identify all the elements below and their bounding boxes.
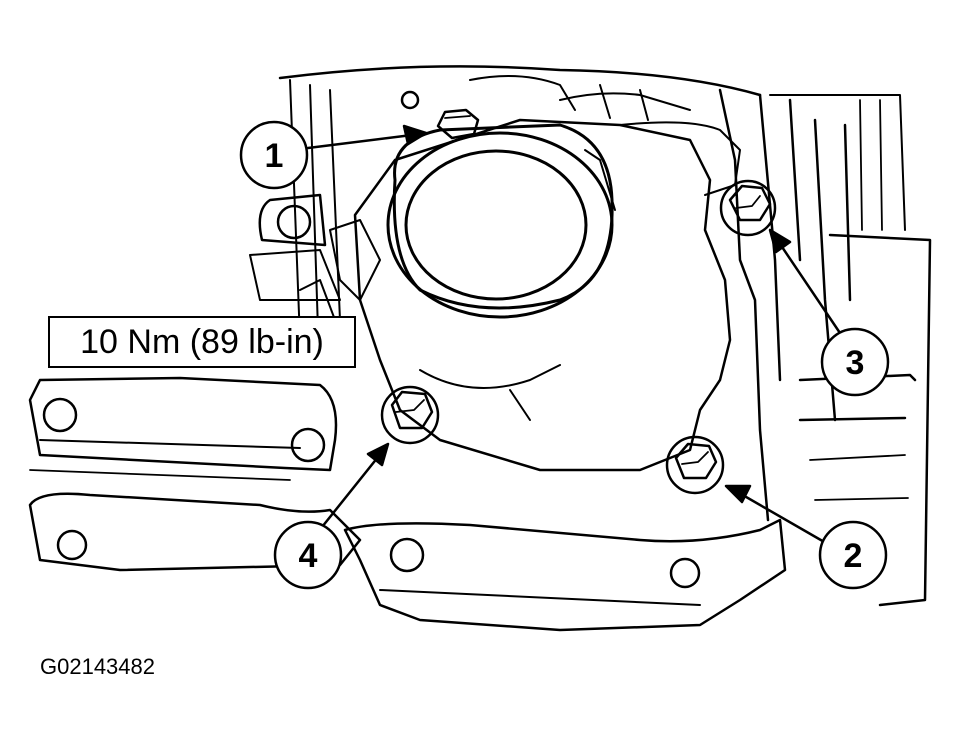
bolt-1	[436, 108, 480, 140]
gasket-flange	[28, 376, 787, 632]
pump-body	[329, 75, 741, 472]
callout-2-label: 2	[844, 537, 863, 575]
callout-3: 3	[820, 327, 890, 397]
callout-2: 2	[818, 520, 888, 590]
callout-4: 4	[273, 520, 343, 590]
callout-1-label: 1	[265, 137, 284, 175]
leader-arrows	[306, 124, 844, 545]
bolt-2	[665, 435, 725, 495]
callout-1: 1	[239, 120, 309, 190]
upper-left-casting	[249, 90, 420, 321]
bolt-3	[719, 179, 777, 237]
torque-spec-box: 10 Nm (89 lb-in)	[48, 316, 356, 368]
bolt-4	[380, 385, 440, 445]
figure-id: G02143482	[40, 654, 155, 679]
pump-outlet-neck	[386, 123, 616, 319]
callout-3-label: 3	[846, 344, 865, 382]
callout-4-label: 4	[299, 537, 318, 575]
engine-housing-outline	[278, 65, 932, 607]
